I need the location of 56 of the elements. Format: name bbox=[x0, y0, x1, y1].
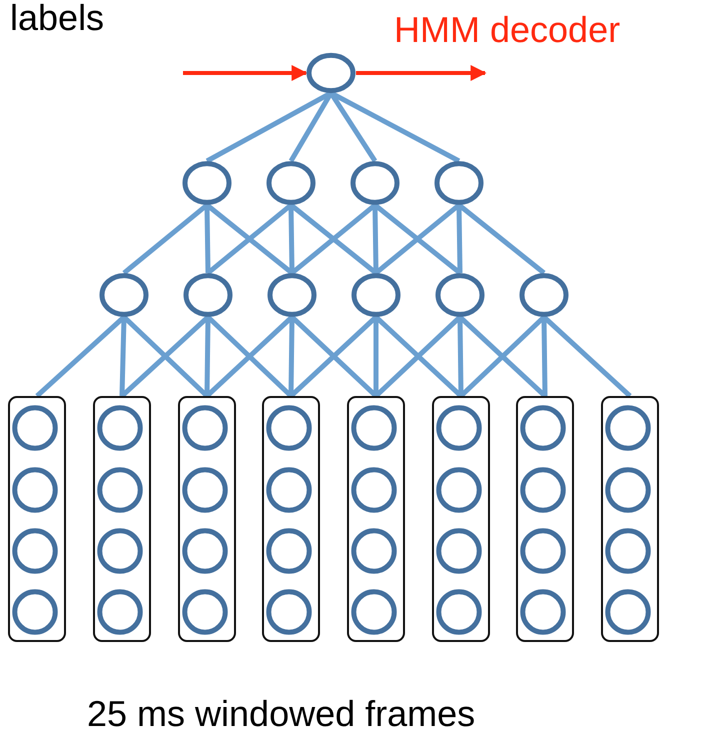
frame-box bbox=[601, 396, 659, 642]
neuron-circle bbox=[351, 589, 397, 635]
neuron-circle bbox=[12, 467, 58, 513]
frame-box bbox=[178, 396, 236, 642]
neuron-circle bbox=[182, 467, 228, 513]
neuron-circle bbox=[435, 273, 485, 317]
neuron-circle bbox=[266, 405, 312, 451]
neuron-circle bbox=[350, 161, 400, 205]
neuron-circle bbox=[97, 528, 143, 574]
decoder-label: HMM decoder bbox=[394, 12, 620, 48]
neuron-circle bbox=[12, 589, 58, 635]
neuron-circle bbox=[520, 528, 566, 574]
neuron-circle bbox=[605, 405, 651, 451]
neuron-circle bbox=[97, 589, 143, 635]
neuron-circle bbox=[182, 405, 228, 451]
neuron-circle bbox=[182, 161, 232, 205]
neuron-circle bbox=[520, 589, 566, 635]
arrow bbox=[356, 65, 487, 81]
neuron-circle bbox=[434, 161, 484, 205]
input-caption: 25 ms windowed frames bbox=[87, 696, 476, 731]
neuron-circle bbox=[605, 467, 651, 513]
frame-box bbox=[262, 396, 320, 642]
neuron-circle bbox=[12, 405, 58, 451]
frame-box bbox=[432, 396, 490, 642]
neuron-circle bbox=[182, 528, 228, 574]
neuron-circle bbox=[97, 405, 143, 451]
neuron-circle bbox=[519, 273, 569, 317]
neuron-circle bbox=[605, 528, 651, 574]
neuron-circle bbox=[12, 528, 58, 574]
frame-box bbox=[8, 396, 66, 642]
neuron-circle bbox=[306, 53, 356, 93]
neuron-circle bbox=[351, 467, 397, 513]
neuron-circle bbox=[97, 467, 143, 513]
arrow bbox=[183, 65, 308, 81]
neuron-circle bbox=[436, 467, 482, 513]
neuron-circle bbox=[351, 273, 401, 317]
neuron-circle bbox=[520, 467, 566, 513]
neuron-circle bbox=[182, 589, 228, 635]
frame-box bbox=[347, 396, 405, 642]
frame-box bbox=[93, 396, 151, 642]
neuron-circle bbox=[436, 589, 482, 635]
neuron-circle bbox=[266, 528, 312, 574]
neuron-circle bbox=[266, 589, 312, 635]
output-label: labels bbox=[10, 0, 104, 36]
neuron-circle bbox=[351, 528, 397, 574]
neuron-circle bbox=[266, 467, 312, 513]
neuron-circle bbox=[99, 273, 149, 317]
neuron-circle bbox=[436, 405, 482, 451]
neuron-circle bbox=[605, 589, 651, 635]
frame-box bbox=[516, 396, 574, 642]
neuron-circle bbox=[266, 161, 316, 205]
neuron-circle bbox=[351, 405, 397, 451]
neuron-circle bbox=[436, 528, 482, 574]
neuron-circle bbox=[267, 273, 317, 317]
neuron-circle bbox=[183, 273, 233, 317]
neuron-circle bbox=[520, 405, 566, 451]
